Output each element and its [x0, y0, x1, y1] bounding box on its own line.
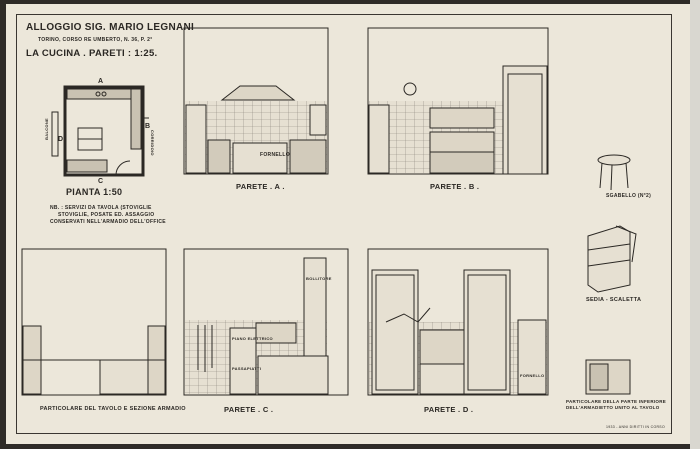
plan-letter-b: B: [145, 123, 151, 130]
particolare-tavolo-label: PARTICOLARE DEL TAVOLO E SEZIONE ARMADIO: [40, 406, 186, 412]
page-edge: [690, 0, 700, 449]
plan-label: PIANTA 1:50: [66, 187, 123, 197]
plan-letter-c: C: [98, 178, 104, 185]
drawing-border: [16, 14, 672, 434]
plan-corridoio: CORRIDOIO: [150, 130, 155, 156]
parete-c-piano: PIANO ELETTRICO: [232, 336, 273, 341]
plan-letter-d: D: [58, 136, 64, 143]
parete-a-fornello: FORNELLO: [260, 152, 290, 158]
footer-signature: 1933 - ANNI DIRITTI IN CORSO: [606, 425, 665, 429]
project-title: ALLOGGIO SIG. MARIO LEGNANI: [26, 22, 195, 33]
parete-c-bollitore: BOLLITORE: [306, 276, 332, 281]
parete-c-passapiatti: PASSAPIATTI: [232, 366, 262, 371]
plan-note-2: STOVIGLIE, POSATE ED. ASSAGGIO: [58, 212, 155, 218]
parete-c-label: PARETE . C .: [224, 405, 274, 414]
parete-a-label: PARETE . A .: [236, 182, 285, 191]
project-address: TORINO, CORSO RE UMBERTO, N. 36, P. 2°: [38, 37, 153, 43]
drawing-subtitle: LA CUCINA . PARETI : 1:25.: [26, 48, 158, 59]
stool-label: SGABELLO (N°2): [606, 193, 652, 199]
parete-d-fornello: FORNELLO: [520, 373, 545, 378]
plan-note-3: CONSERVATI NELL'ARMADIO DELL'OFFICE: [50, 219, 166, 225]
parete-d-label: PARETE . D .: [424, 405, 474, 414]
detail-label: PARTICOLARE DELLA PARTE INFERIORE DELL'A…: [566, 399, 667, 410]
chair-label: SEDIA - SCALETTA: [586, 297, 642, 303]
parete-b-label: PARETE . B .: [430, 182, 480, 191]
plan-note-1: NB. : SERVIZI DA TAVOLA (STOVIGLIE: [50, 205, 152, 211]
plan-letter-a: A: [98, 78, 104, 85]
